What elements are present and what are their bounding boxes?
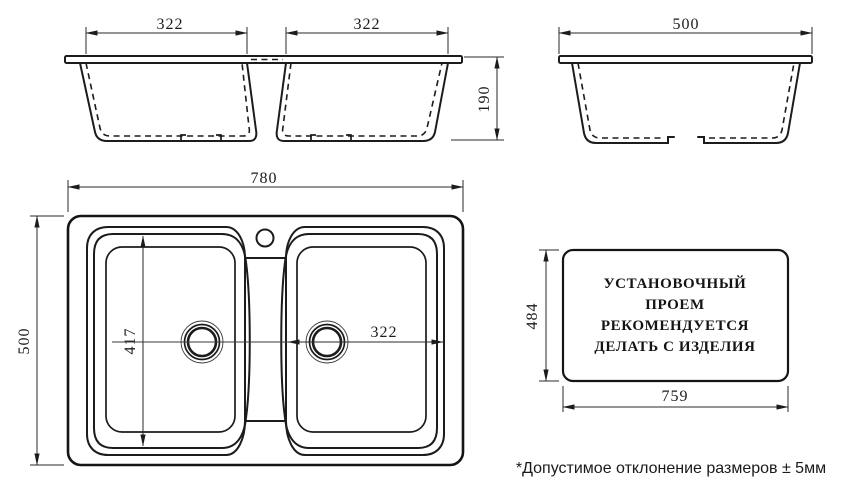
side-section-view: 500 [558,16,813,144]
plan-right-rim-contour [285,226,445,456]
dim-label-front-right-bowl: 322 [354,16,381,33]
dim-label-bowl-width: 322 [371,324,398,341]
front-right-bowl-outline [275,62,449,142]
cutout-label-line3: РЕКОМЕНДУЕТСЯ [601,318,749,334]
plan-depth-extension-lines [30,215,64,466]
front-section-view: 322 322 190 [64,16,504,142]
plan-left-bowl-bottom [105,246,236,433]
front-left-bowl-outline [79,62,258,142]
faucet-hole [255,228,275,248]
tolerance-note: *Допустимое отклонение размеров ± 5мм [516,460,826,477]
cutout-rect [561,248,790,383]
plan-right-bowl-bottom [296,246,427,433]
plan-outer-edge [66,214,465,467]
dim-label-bowl-length: 417 [122,328,139,355]
front-right-bowl-drain-marks [310,134,352,141]
dim-label-plan-depth: 500 [16,328,33,355]
plan-view: 780 500 417 [16,170,465,467]
side-rim [558,55,813,64]
plan-center-bridges [244,257,287,422]
plan-left-rim-contour [86,226,246,456]
front-extension-lines [85,27,449,54]
dim-label-front-depth: 190 [476,86,493,113]
dim-label-side-width: 500 [673,16,700,33]
dim-label-cutout-width: 759 [662,388,689,405]
front-left-bowl-hidden-line [85,62,251,137]
plan-left-bowl-edge [93,233,251,449]
plan-right-bowl-edge [280,233,438,449]
front-right-bowl-hidden-line [281,62,443,137]
side-bowl-outline-left [571,62,675,144]
dim-label-cutout-depth: 484 [524,303,541,330]
front-left-bowl-drain-marks [180,134,222,141]
front-rim [64,55,463,64]
cutout-depth-extension-lines [539,249,559,382]
dim-label-front-left-bowl: 322 [157,16,184,33]
side-bowl-outline-right [697,62,801,144]
cutout-label-line1: УСТАНОВОЧНЫЙ [604,275,747,292]
side-bowl-hidden-line-left [577,62,663,139]
cutout-label-line2: ПРОЕМ [645,297,705,313]
side-bowl-hidden-line-right [709,62,795,139]
cutout-label-line4: ДЕЛАТЬ С ИЗДЕЛИЯ [594,339,755,355]
dim-label-plan-width: 780 [251,170,278,187]
cutout-diagram: УСТАНОВОЧНЫЙ ПРОЕМ РЕКОМЕНДУЕТСЯ ДЕЛАТЬ … [524,248,790,412]
